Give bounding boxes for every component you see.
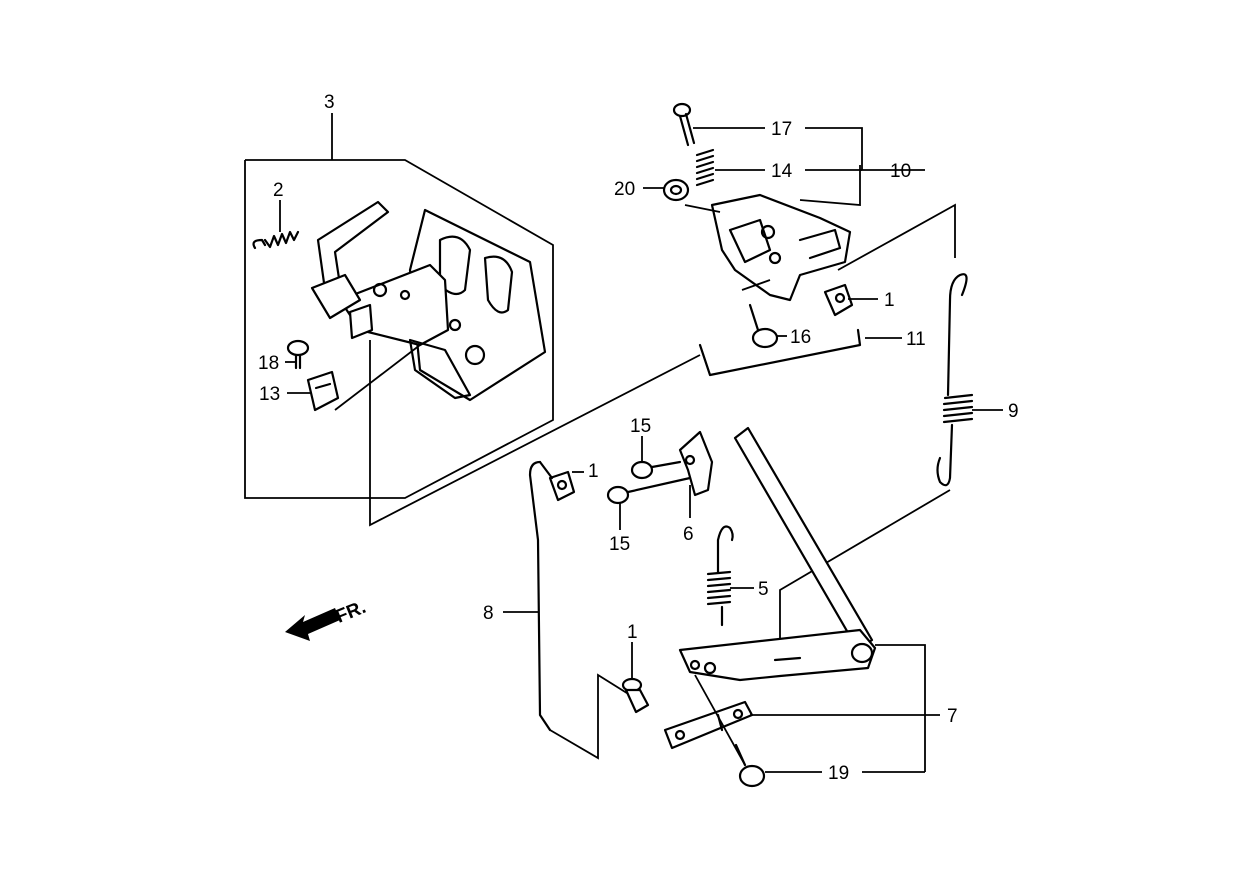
bolt-17 [672,102,696,147]
callout-14: 14 [771,161,793,182]
bolt-16 [748,303,779,349]
clip-1-upper [823,283,854,317]
leader-to-9 [837,203,956,271]
callout-15-upper: 15 [630,416,651,437]
nut-20 [662,178,690,202]
leader-19-axis [694,674,746,766]
bolt-19 [734,743,766,788]
callout-15-lower: 15 [609,534,630,555]
governor-arm-assembly [710,193,852,302]
leader-8-to-1 [549,673,631,760]
bracket-6 [678,430,714,497]
callout-7: 7 [947,706,958,727]
callout-1-middle: 1 [588,461,599,482]
callout-1-upper: 1 [884,290,895,311]
screw-18 [286,339,310,370]
callout-19: 19 [828,763,849,784]
clip-1-lower [621,677,650,714]
assembly-3-frame [244,113,554,499]
callout-16: 16 [790,327,811,348]
leader-16a [741,279,771,291]
leader-20 [684,204,721,213]
clip-1-middle [548,470,576,502]
callout-18: 18 [258,353,279,374]
leader-13 [334,344,421,411]
callout-10: 10 [890,161,911,182]
leader-10 [799,165,861,206]
callout-8: 8 [483,603,494,624]
leader-9-to-7 [779,489,951,640]
bolt-15-lower [606,476,692,505]
spring-5 [706,525,734,627]
callout-17: 17 [771,119,792,140]
front-arrow-icon: FR. [285,597,369,641]
choke-rod-8 [528,460,554,732]
spring-14 [695,148,715,187]
leader-3-to-11 [369,340,701,527]
control-lever [310,200,390,340]
callout-20: 20 [614,179,635,200]
front-indicator-label: FR. [333,597,369,628]
callout-1-lower: 1 [627,622,638,643]
bolt-15-upper [630,460,682,480]
throttle-rod-11 [698,328,862,377]
callout-2: 2 [273,180,284,201]
callout-11: 11 [906,329,926,350]
callout-9: 9 [1008,401,1019,422]
callout-5: 5 [758,579,769,600]
callout-13: 13 [259,384,280,405]
control-bracket-7 [663,426,877,750]
clip-13 [306,370,340,412]
callout-6: 6 [683,524,694,545]
callout-3: 3 [324,92,335,113]
spring-9 [936,273,974,487]
spring-2 [252,230,300,250]
leader-7-bracket [875,644,926,772]
